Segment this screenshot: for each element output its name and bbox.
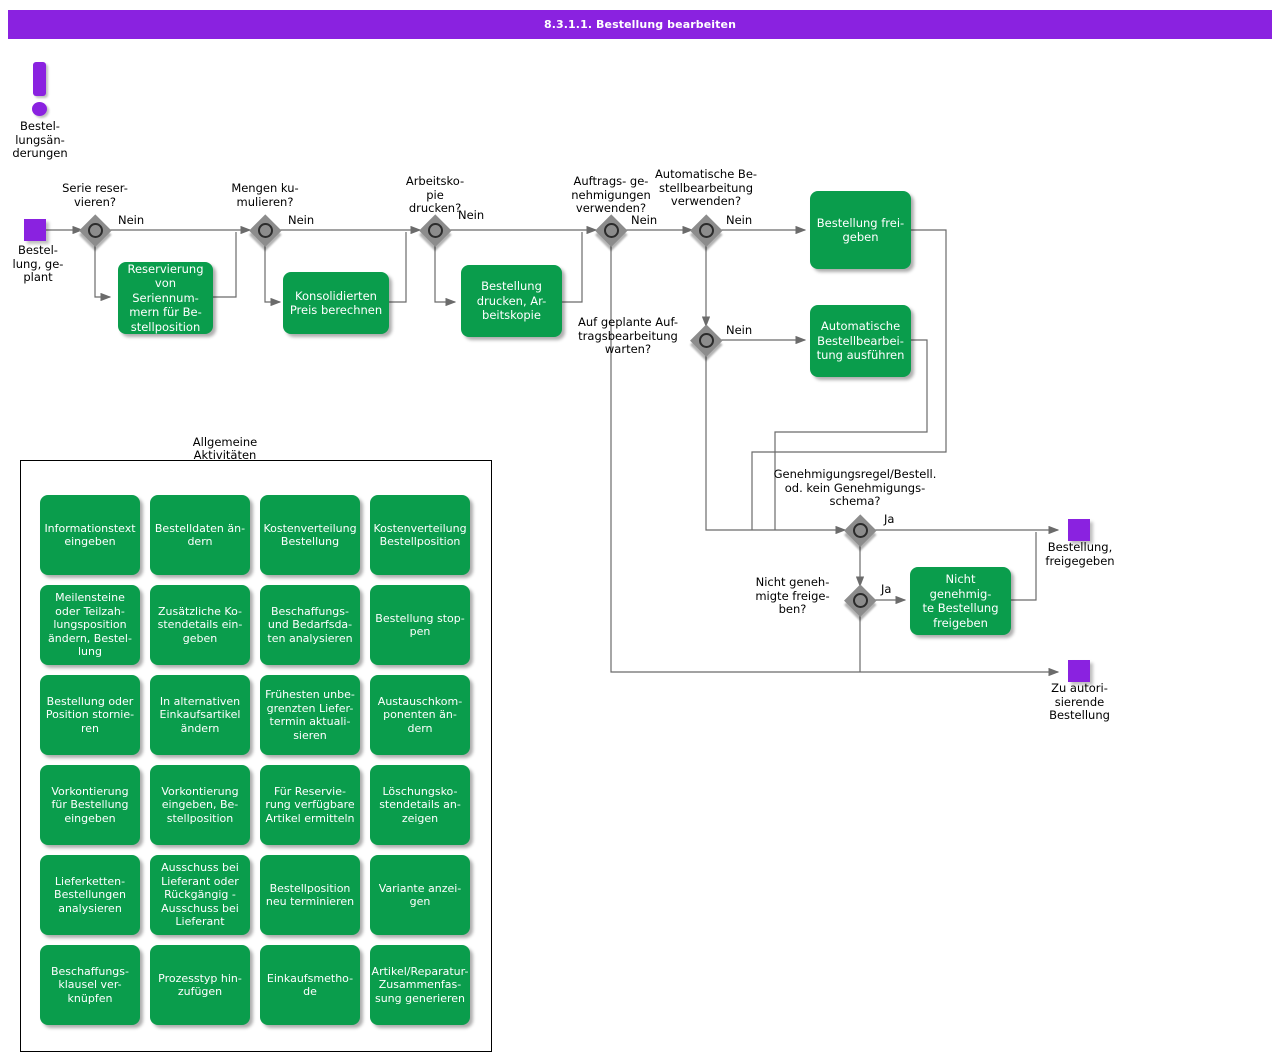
gateway-serie-reservieren[interactable] bbox=[79, 214, 111, 246]
activity-tile[interactable]: Meilensteine oder Teilzah- lungsposition… bbox=[40, 585, 140, 665]
edge-label-gw8: Ja bbox=[881, 582, 892, 596]
gateway-arbeitskopie-drucken-label: Arbeitsko- pie drucken? bbox=[405, 174, 465, 215]
edge-label-gw2: Nein bbox=[288, 213, 315, 227]
activity-tile[interactable]: Bestelldaten än- dern bbox=[150, 495, 250, 575]
gateway-ring-icon bbox=[88, 223, 103, 238]
gateway-automatische-bestellbearbeitung[interactable] bbox=[690, 214, 722, 246]
gateway-nicht-genehmigte-freigeben[interactable] bbox=[844, 584, 876, 616]
activity-tile[interactable]: Beschaffungs- klausel ver- knüpfen bbox=[40, 945, 140, 1025]
end-event-bestellung-freigegeben[interactable] bbox=[1068, 519, 1090, 541]
gateway-nicht-genehmigte-freigeben-label: Nicht geneh- migte freige- ben? bbox=[755, 575, 830, 616]
edge-label-gw3: Nein bbox=[458, 208, 485, 222]
activity-tile[interactable]: Bestellung oder Position stornie- ren bbox=[40, 675, 140, 755]
activity-tile[interactable]: Bestellposition neu terminieren bbox=[260, 855, 360, 935]
activity-tile[interactable]: Frühesten unbe- grenzten Liefer- termin … bbox=[260, 675, 360, 755]
task-konsolidierten-preis-berechnen[interactable]: Konsolidierten Preis berechnen bbox=[283, 272, 389, 334]
gateway-auf-geplante-auftragsbearbeitung-warten-label: Auf geplante Auf- tragsbearbeitung warte… bbox=[577, 315, 679, 356]
activity-tile[interactable]: Zusätzliche Ko- stendetails ein- geben bbox=[150, 585, 250, 665]
gateway-ring-icon bbox=[853, 523, 868, 538]
activity-tile[interactable]: In alternativen Einkaufsartikel ändern bbox=[150, 675, 250, 755]
task-reservierung-seriennummern[interactable]: Reservierung von Seriennum- mern für Be-… bbox=[118, 262, 213, 334]
activity-tile[interactable]: Lieferketten- Bestellungen analysieren bbox=[40, 855, 140, 935]
task-bestellung-drucken-arbeitskopie[interactable]: Bestellung drucken, Ar- beitskopie bbox=[461, 265, 562, 337]
gateway-ring-icon bbox=[604, 223, 619, 238]
edge-label-gw5: Nein bbox=[726, 213, 753, 227]
gateway-mengen-kumulieren-label: Mengen ku- mulieren? bbox=[231, 181, 299, 209]
end-event-bestellung-freigegeben-label: Bestellung, freigegeben bbox=[1045, 540, 1115, 568]
task-automatische-bestellbearbeitung-ausfuehren[interactable]: Automatische Bestellbearbei- tung ausfüh… bbox=[810, 305, 911, 377]
start-event-label: Bestel- lung, ge- plant bbox=[12, 243, 64, 284]
gateway-serie-reservieren-label: Serie reser- vieren? bbox=[62, 181, 128, 209]
gateway-auf-geplante-auftragsbearbeitung-warten[interactable] bbox=[690, 324, 722, 356]
gateway-arbeitskopie-drucken[interactable] bbox=[419, 214, 451, 246]
gateway-ring-icon bbox=[699, 223, 714, 238]
activity-tile[interactable]: Kostenverteilung Bestellung bbox=[260, 495, 360, 575]
activity-tile[interactable]: Kostenverteilung Bestellposition bbox=[370, 495, 470, 575]
group-title-allgemeine-aktivitaeten: Allgemeine Aktivitäten bbox=[165, 436, 285, 462]
activity-tile[interactable]: Informationstext eingeben bbox=[40, 495, 140, 575]
task-bestellung-freigeben[interactable]: Bestellung frei- geben bbox=[810, 191, 911, 269]
gateway-auftragsgenehmigungen-label: Auftrags- ge- nehmigungen verwenden? bbox=[571, 174, 651, 215]
activity-tile[interactable]: Löschungsko- stendetails an- zeigen bbox=[370, 765, 470, 845]
activity-tile[interactable]: Vorkontierung für Bestellung eingeben bbox=[40, 765, 140, 845]
gateway-mengen-kumulieren[interactable] bbox=[249, 214, 281, 246]
gateway-auftragsgenehmigungen[interactable] bbox=[595, 214, 627, 246]
edge-label-gw4: Nein bbox=[631, 213, 658, 227]
activity-tile[interactable]: Für Reservie- rung verfügbare Artikel er… bbox=[260, 765, 360, 845]
gateway-automatische-bestellbearbeitung-label: Automatische Be- stellbearbeitung verwen… bbox=[654, 167, 758, 208]
activity-tile[interactable]: Artikel/Reparatur- Zusammenfas- sung gen… bbox=[370, 945, 470, 1025]
title-bar: 8.3.1.1. Bestellung bearbeiten bbox=[8, 10, 1272, 39]
activity-tile[interactable]: Austauschkom- ponenten än- dern bbox=[370, 675, 470, 755]
task-nicht-genehmigte-bestellung-freigeben[interactable]: Nicht genehmig- te Bestellung freigeben bbox=[910, 567, 1011, 635]
start-event[interactable] bbox=[24, 219, 46, 241]
activity-tile[interactable]: Vorkontierung eingeben, Be- stellpositio… bbox=[150, 765, 250, 845]
activity-tile[interactable]: Prozesstyp hin- zufügen bbox=[150, 945, 250, 1025]
activity-tile[interactable]: Ausschuss bei Lieferant oder Rückgängig … bbox=[150, 855, 250, 935]
gateway-ring-icon bbox=[699, 333, 714, 348]
edge-label-gw1: Nein bbox=[118, 213, 145, 227]
gateway-ring-icon bbox=[258, 223, 273, 238]
end-event-zu-autorisierende-bestellung[interactable] bbox=[1068, 660, 1090, 682]
bestellungsaenderungen-label: Bestel- lungsän- derungen bbox=[12, 119, 68, 160]
gateway-genehmigungsregel[interactable] bbox=[844, 514, 876, 546]
end-event-zu-autorisierende-bestellung-label: Zu autori- sierende Bestellung bbox=[1049, 681, 1110, 722]
bestellungsaenderungen-marker-icon bbox=[20, 62, 60, 122]
activity-tile[interactable]: Beschaffungs- und Bedarfsda- ten analysi… bbox=[260, 585, 360, 665]
activity-tile[interactable]: Variante anzei- gen bbox=[370, 855, 470, 935]
edge-label-gw6: Nein bbox=[726, 323, 753, 337]
activity-tile[interactable]: Bestellung stop- pen bbox=[370, 585, 470, 665]
group-allgemeine-aktivitaeten bbox=[20, 460, 492, 1052]
gateway-ring-icon bbox=[853, 593, 868, 608]
activity-tile[interactable]: Einkaufsmetho- de bbox=[260, 945, 360, 1025]
gateway-ring-icon bbox=[428, 223, 443, 238]
exclamation-dot-icon bbox=[32, 102, 47, 116]
page-title: 8.3.1.1. Bestellung bearbeiten bbox=[543, 18, 736, 31]
exclamation-bar-icon bbox=[33, 62, 46, 96]
edge-label-gw7: Ja bbox=[884, 512, 895, 526]
gateway-genehmigungsregel-label: Genehmigungsregel/Bestell. od. kein Gene… bbox=[773, 467, 937, 508]
